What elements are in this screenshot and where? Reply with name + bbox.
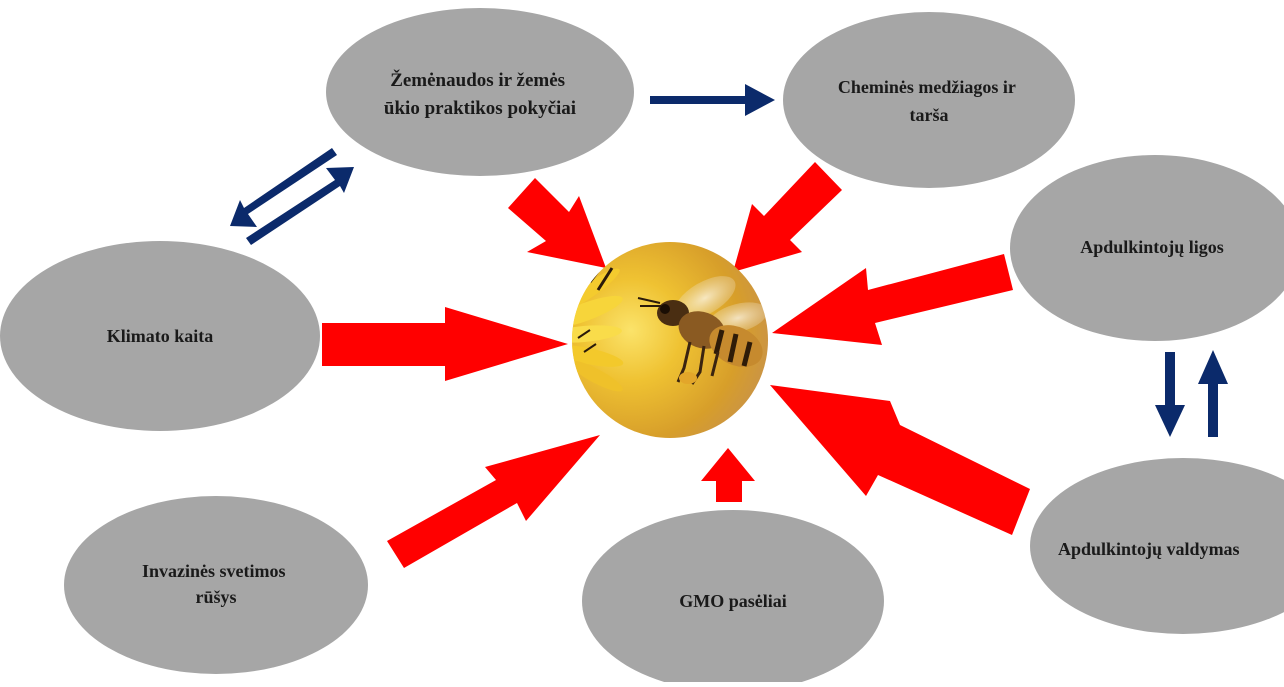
chemicals-label-line2: tarša [910, 105, 949, 125]
red-arrow-management [770, 385, 1030, 535]
management-label: Apdulkintojų valdymas [1058, 539, 1240, 559]
node-management [1030, 458, 1284, 634]
chemicals-label-line1: Cheminės medžiagos ir [838, 77, 1016, 97]
land-use-label-line1: Žemėnaudos ir žemės [390, 69, 565, 91]
red-arrow-diseases [772, 254, 1013, 345]
invasive-label-line1: Invazinės svetimos [142, 561, 286, 581]
diseases-label: Apdulkintojų ligos [1080, 237, 1224, 257]
blue-arrow-landuse-to-chemicals [650, 84, 775, 116]
gmo-label: GMO pasėliai [679, 591, 787, 611]
bee-on-flower-image [572, 242, 768, 438]
land-use-label-line2: ūkio praktikos pokyčiai [384, 98, 576, 119]
red-arrow-land-use [508, 178, 606, 268]
svg-text:Cheminės medžiagos ir tarš: Cheminės medžiagos ir tarša [838, 77, 1020, 125]
node-chemicals [783, 12, 1075, 188]
svg-text:Žemėnaudos ir žemės ūkio p: Žemėnaudos ir žemės ūkio praktikos pokyč… [384, 69, 576, 119]
blue-arrow-landuse-to-climate [230, 148, 337, 227]
svg-text:Invazinės svetimos rūšys: Invazinės svetimos rūšys [142, 561, 290, 607]
red-arrow-chemicals [733, 162, 842, 272]
climate-label: Klimato kaita [107, 326, 214, 346]
node-invasive [64, 496, 368, 674]
node-land-use [326, 8, 634, 176]
invasive-label-line2: rūšys [195, 587, 236, 607]
red-arrow-invasive [387, 435, 600, 568]
node-climate [0, 241, 320, 431]
red-arrow-gmo [701, 448, 755, 502]
blue-arrow-climate-to-landuse [246, 167, 354, 245]
blue-arrow-management-to-diseases [1198, 350, 1228, 437]
node-gmo [582, 510, 884, 687]
blue-arrow-diseases-to-management [1155, 352, 1185, 437]
red-arrow-climate [322, 307, 568, 381]
node-diseases [1010, 155, 1284, 341]
